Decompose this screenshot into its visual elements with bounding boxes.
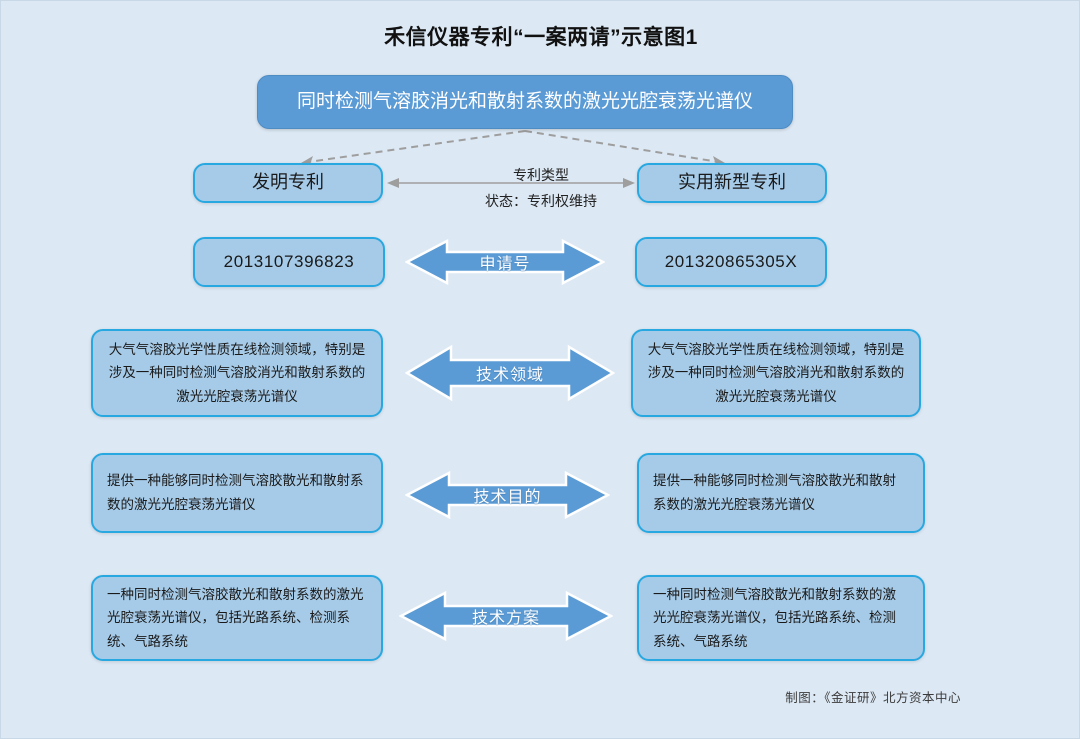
node-technical-purpose-right[interactable]: 提供一种能够同时检测气溶胶散光和散射系数的激光光腔衰荡光谱仪 xyxy=(637,453,925,533)
node-technical-plan-left[interactable]: 一种同时检测气溶胶散光和散射系数的激光光腔衰荡光谱仪，包括光路系统、检测系统、气… xyxy=(91,575,383,661)
node-patent-type-right[interactable]: 实用新型专利 xyxy=(637,163,827,203)
arrow-label-technical-plan: 技术方案 xyxy=(471,610,540,627)
credit-text: 制图：《金证研》北方资本中心 xyxy=(785,691,961,705)
node-technical-purpose-left[interactable]: 提供一种能够同时检测气溶胶散光和散射系数的激光光腔衰荡光谱仪 xyxy=(91,453,383,533)
node-technical-field-left[interactable]: 大气气溶胶光学性质在线检测领域，特别是涉及一种同时检测气溶胶消光和散射系数的激光… xyxy=(91,329,383,417)
arrow-application-number: 申请号 xyxy=(405,238,605,286)
connector-label-patent-type: 专利类型 xyxy=(513,167,569,183)
arrow-technical-purpose: 技术目的 xyxy=(405,469,610,521)
page-title: 禾信仪器专利“一案两请”示意图1 xyxy=(384,26,698,49)
node-technical-plan-right[interactable]: 一种同时检测气溶胶散光和散射系数的激光光腔衰荡光谱仪，包括光路系统、检测系统、气… xyxy=(637,575,925,661)
patent-title-node[interactable]: 同时检测气溶胶消光和散射系数的激光光腔衰荡光谱仪 xyxy=(257,75,793,129)
node-application-number-left[interactable]: 2013107396823 xyxy=(193,237,385,287)
connector-label-status: 状态：专利权维持 xyxy=(485,193,597,209)
arrow-label-application-number: 申请号 xyxy=(479,256,531,273)
arrow-technical-field: 技术领域 xyxy=(405,343,615,403)
arrow-label-technical-purpose: 技术目的 xyxy=(473,489,542,506)
node-patent-type-left[interactable]: 发明专利 xyxy=(193,163,383,203)
node-application-number-right[interactable]: 201320865305X xyxy=(635,237,827,287)
arrow-technical-plan: 技术方案 xyxy=(399,589,613,643)
arrow-label-technical-field: 技术领域 xyxy=(475,367,544,384)
node-technical-field-right[interactable]: 大气气溶胶光学性质在线检测领域，特别是涉及一种同时检测气溶胶消光和散射系数的激光… xyxy=(631,329,921,417)
